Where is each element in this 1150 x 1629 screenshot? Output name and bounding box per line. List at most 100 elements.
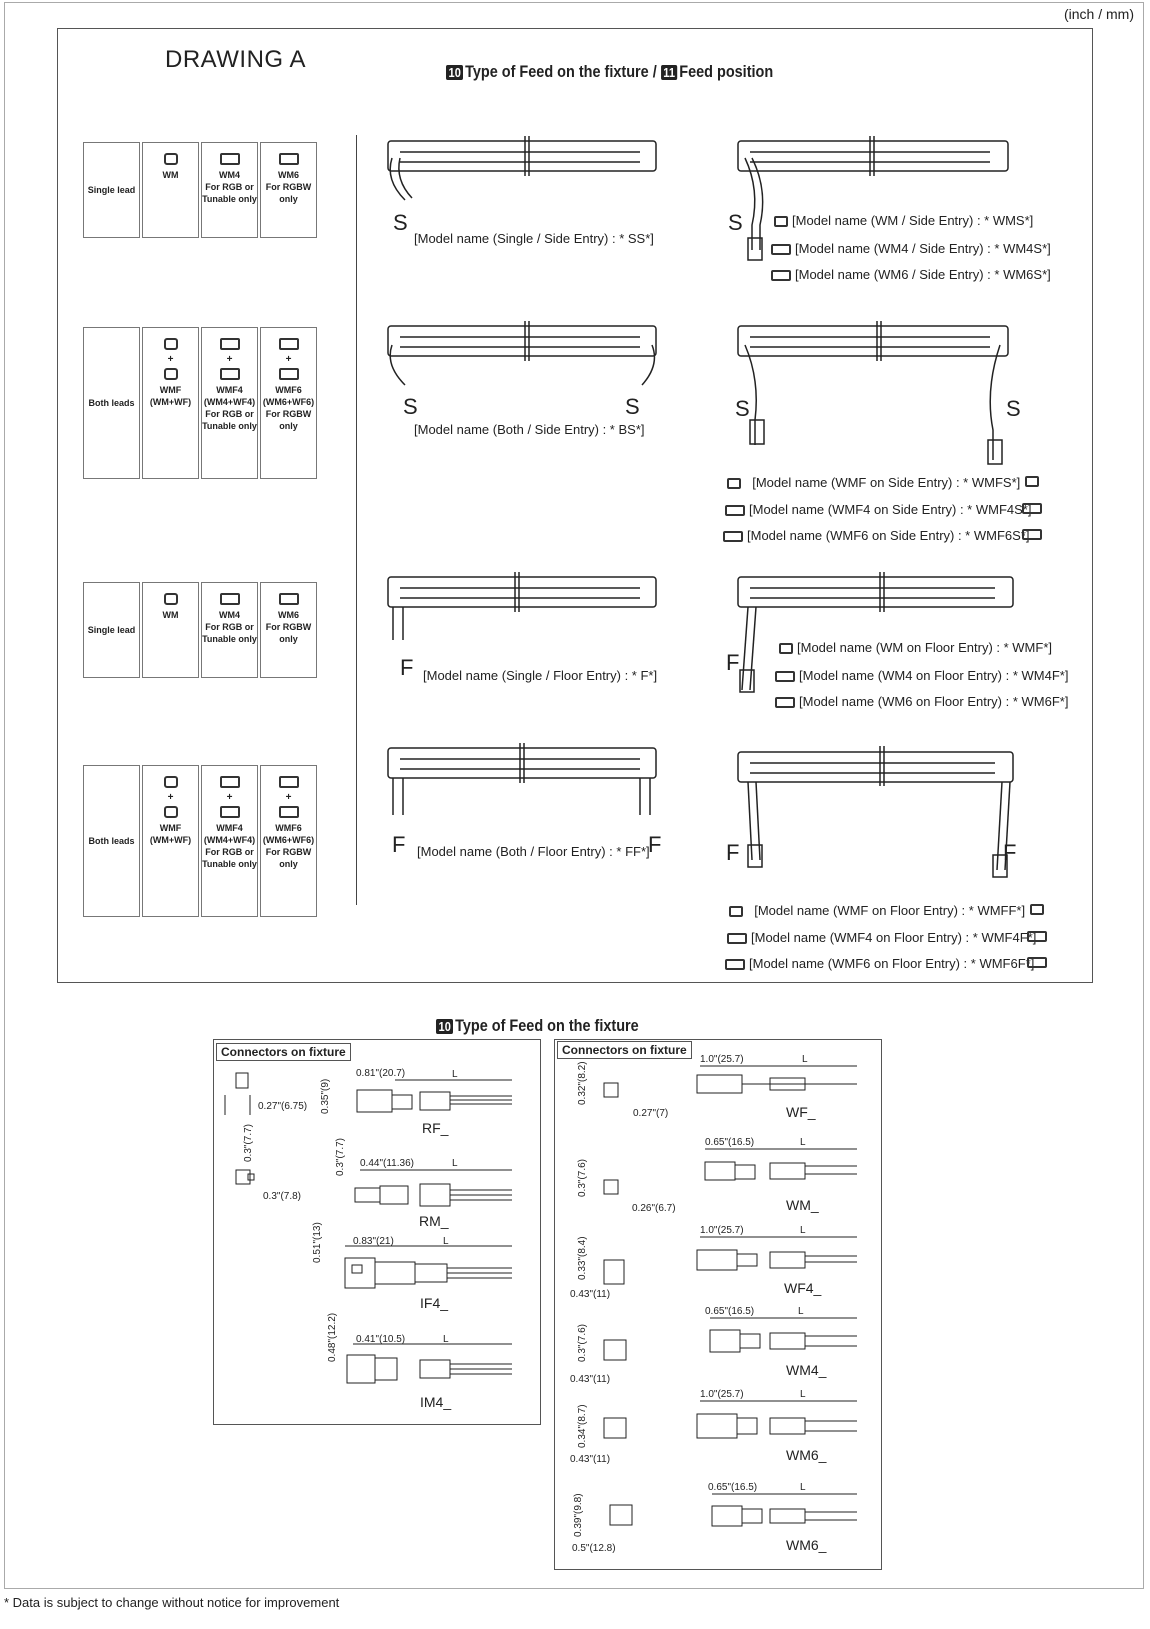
drawing-title: DRAWING A [165, 46, 306, 73]
lead-table: Both leads +WMF (WM+WF) +WMF4 (WM4+WF4) … [83, 327, 317, 479]
dimension: 0.35"(9) [320, 1078, 331, 1114]
length-label: L [800, 1225, 806, 1236]
dimension: 0.83"(21) [353, 1236, 394, 1247]
model-label: [Model name (WMF6 on Floor Entry) : * WM… [725, 956, 1034, 971]
dimension: 0.32"(8.2) [577, 1061, 588, 1105]
dimension: 0.51"(13) [312, 1222, 323, 1263]
dimension: 0.43"(11) [570, 1454, 611, 1465]
feed-letter-f: F [726, 840, 740, 865]
connector-name: RM_ [419, 1213, 449, 1229]
wf6-connector-icon [1027, 957, 1047, 968]
dimension: 1.0"(25.7) [700, 1054, 744, 1065]
dimension: 0.65"(16.5) [708, 1482, 758, 1493]
section-title: Type of Feed on the fixture [455, 1016, 639, 1035]
lead-table: Both leads +WMF (WM+WF) +WMF4 (WM4+WF4) … [83, 765, 317, 917]
wm4-connector-icon [725, 505, 745, 517]
wf-connector-icon [1025, 476, 1039, 487]
model-label: [Model name (Single / Side Entry) : * SS… [414, 231, 654, 246]
length-label: L [800, 1482, 806, 1493]
connector-name: RF_ [422, 1120, 449, 1136]
feed-letter-s: S [625, 394, 640, 419]
model-label: [Model name (WMF4 on Floor Entry) : * WM… [727, 930, 1036, 945]
wm-connector-icon [729, 906, 743, 918]
dimension: 0.39"(9.8) [573, 1493, 584, 1537]
connector-name: WF4_ [784, 1280, 822, 1296]
table-cell: +WMF (WM+WF) [142, 327, 199, 479]
section-number: 10 [436, 1019, 454, 1034]
feed-letter-f: F [648, 832, 662, 857]
table-cell: WM6 For RGBW only [260, 142, 317, 238]
table-cell: +WMF6 (WM6+WF6) For RGBW only [260, 765, 317, 917]
connector-icon [278, 368, 299, 380]
wm-connector-icon [779, 643, 793, 655]
length-label: L [452, 1069, 458, 1080]
lead-table: Single lead WM WM4 For RGB or Tunable on… [83, 142, 317, 238]
connector-icon [219, 593, 240, 605]
length-label: L [800, 1389, 806, 1400]
dimension: 0.5"(12.8) [572, 1543, 616, 1554]
table-cell: WM [142, 582, 199, 678]
footnote: * Data is subject to change without noti… [4, 1595, 340, 1610]
connector-icon [278, 593, 299, 605]
feed-letter-s: S [728, 210, 743, 235]
dimension: 0.48"(12.2) [327, 1312, 338, 1362]
connector-icon [163, 368, 178, 380]
wf6-connector-icon [1022, 529, 1042, 540]
section-number: 10 [446, 65, 464, 80]
fixture-drawings [387, 136, 1014, 878]
wm4-connector-icon [775, 671, 795, 683]
feed-letter-f: F [726, 650, 740, 675]
row-label: Single lead [83, 582, 140, 678]
connector-icon [219, 338, 240, 350]
wf4-connector-icon [1022, 503, 1042, 514]
model-label: [Model name (WM4 on Floor Entry) : * WM4… [775, 668, 1068, 683]
wf-connector-icon [1030, 904, 1044, 915]
feed-letter-f: F [392, 832, 406, 857]
wm6-connector-icon [771, 270, 791, 282]
feed-letter-s: S [403, 394, 418, 419]
dimension: 0.3"(7.6) [577, 1158, 588, 1197]
model-label: [Model name (WMF4 on Side Entry) : * WMF… [725, 502, 1031, 517]
connector-icon [163, 338, 178, 350]
table-cell: +WMF6 (WM6+WF6) For RGBW only [260, 327, 317, 479]
row-label: Both leads [83, 327, 140, 479]
wm-connector-icon [774, 216, 788, 228]
dimension: 0.27"(7) [633, 1108, 669, 1119]
connector-name: IF4_ [420, 1295, 449, 1311]
dimension: 0.43"(11) [570, 1374, 611, 1385]
dimension: 0.44"(11.36) [360, 1158, 414, 1169]
dimension: 0.34"(8.7) [577, 1404, 588, 1448]
dimension: 0.3"(7.6) [577, 1323, 588, 1362]
row-label: Both leads [83, 765, 140, 917]
dimension: 0.3"(7.7) [243, 1123, 254, 1162]
connector-icon [219, 153, 240, 165]
dimension: 0.41"(10.5) [356, 1334, 406, 1345]
wm4-connector-icon [727, 933, 747, 945]
dimension: 0.65"(16.5) [705, 1306, 755, 1317]
connector-icon [219, 806, 240, 818]
feed-letter-f: F [400, 655, 414, 680]
model-label: [Model name (WM4 / Side Entry) : * WM4S*… [771, 241, 1051, 256]
page-border [4, 2, 1144, 1589]
table-cell: +WMF (WM+WF) [142, 765, 199, 917]
model-label: [Model name (WMF6 on Side Entry) : * WMF… [723, 528, 1029, 543]
dimension: 0.3"(7.7) [335, 1137, 346, 1176]
drawing-a-frame [57, 28, 1093, 983]
connectors-title: Connectors on fixture [557, 1041, 692, 1059]
dimension: 0.27"(6.75) [258, 1101, 308, 1112]
model-label: [Model name (Both / Side Entry) : * BS*] [414, 422, 645, 437]
table-cell: +WMF4 (WM4+WF4) For RGB or Tunable only [201, 327, 258, 479]
length-label: L [452, 1158, 458, 1169]
model-label: [Model name (WMF on Side Entry) : * WMFS… [727, 475, 1020, 490]
connector-name: WM6_ [786, 1537, 827, 1553]
connector-icon [278, 806, 299, 818]
connector-icon [278, 153, 299, 165]
wm6-connector-icon [725, 959, 745, 971]
connector-icon [278, 338, 299, 350]
connector-icon [278, 776, 299, 788]
connector-icon [163, 806, 178, 818]
section-title: Feed position [679, 62, 774, 81]
